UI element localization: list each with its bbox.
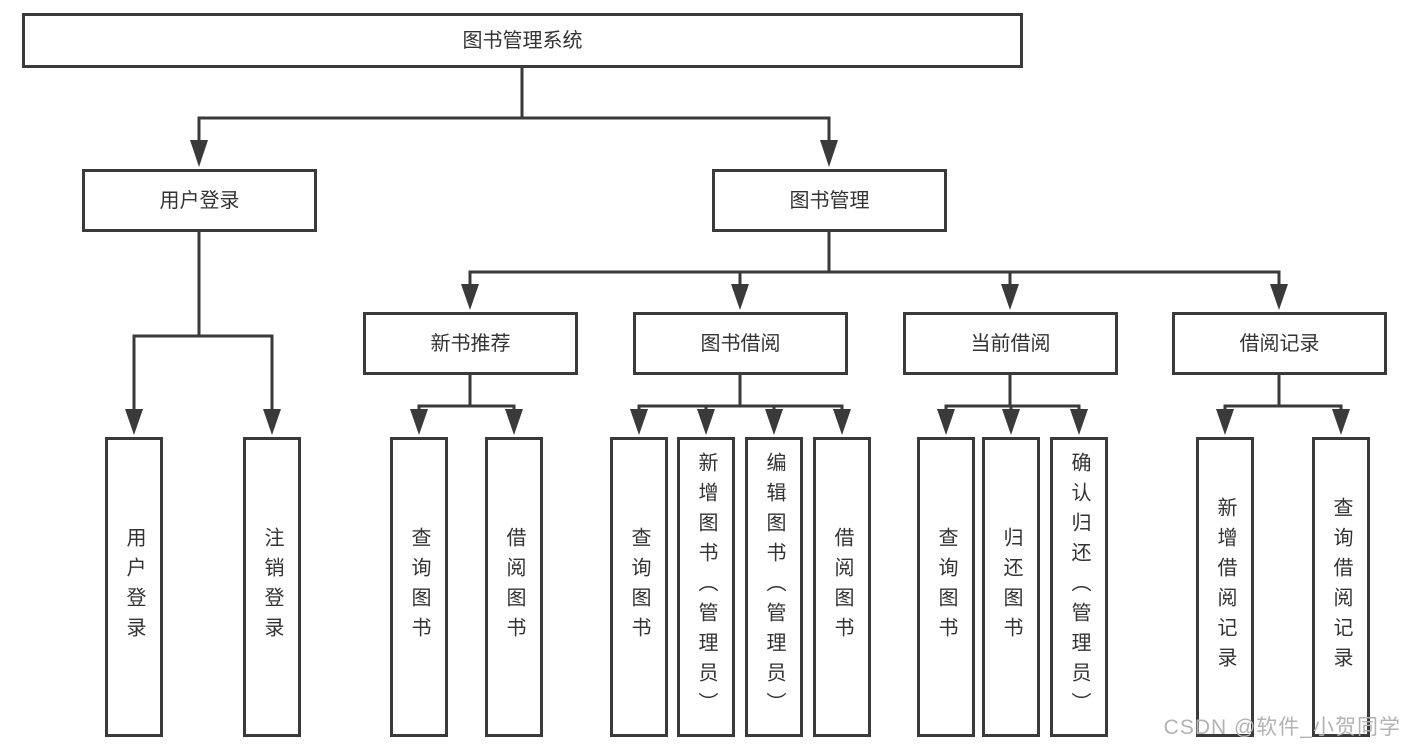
node-user-login-label: 用户登录 <box>159 189 240 212</box>
connector-record-to-leaves <box>1216 375 1350 435</box>
connector-bookmgmt-to-level3 <box>461 232 1288 310</box>
leaf-current-return: 归还图书 <box>982 437 1040 737</box>
leaf-borrow-query: 查询图书 <box>610 437 668 737</box>
leaf-logout-label: 注销登录 <box>261 527 283 647</box>
leaf-user-login-label: 用户登录 <box>123 527 145 647</box>
leaf-current-return-label: 归还图书 <box>1000 527 1022 647</box>
connector-userlogin-to-leaves <box>125 232 281 435</box>
leaf-current-query: 查询图书 <box>917 437 975 737</box>
leaf-record-query: 查询借阅记录 <box>1312 437 1370 737</box>
leaf-record-add-label: 新增借阅记录 <box>1214 497 1236 677</box>
leaf-logout: 注销登录 <box>243 437 301 737</box>
node-book-borrow: 图书借阅 <box>633 312 848 375</box>
node-root: 图书管理系统 <box>22 13 1023 68</box>
leaf-newbook-borrow-label: 借阅图书 <box>503 527 525 647</box>
leaf-record-add: 新增借阅记录 <box>1196 437 1254 737</box>
node-user-login: 用户登录 <box>82 169 317 232</box>
leaf-borrow-borrow: 借阅图书 <box>813 437 871 737</box>
leaf-borrow-borrow-label: 借阅图书 <box>831 527 853 647</box>
leaf-newbook-borrow: 借阅图书 <box>485 437 543 737</box>
leaf-newbook-query: 查询图书 <box>390 437 448 737</box>
node-new-book-recommend-label: 新书推荐 <box>430 332 511 355</box>
leaf-current-confirm-admin-label: 确认归还（管理员） <box>1068 452 1090 722</box>
leaf-borrow-edit-admin: 编辑图书（管理员） <box>745 437 803 737</box>
node-new-book-recommend: 新书推荐 <box>363 312 578 375</box>
node-current-borrow-label: 当前借阅 <box>970 332 1051 355</box>
node-current-borrow: 当前借阅 <box>903 312 1118 375</box>
node-borrow-record: 借阅记录 <box>1172 312 1387 375</box>
leaf-current-confirm-admin: 确认归还（管理员） <box>1050 437 1108 737</box>
node-book-management: 图书管理 <box>712 169 947 232</box>
leaf-user-login: 用户登录 <box>105 437 163 737</box>
node-root-label: 图书管理系统 <box>462 29 583 52</box>
leaf-record-query-label: 查询借阅记录 <box>1330 497 1352 677</box>
leaf-borrow-query-label: 查询图书 <box>628 527 650 647</box>
connector-root-to-level2 <box>190 68 838 167</box>
node-book-management-label: 图书管理 <box>789 189 870 212</box>
connector-borrow-to-leaves <box>630 375 851 435</box>
connector-current-to-leaves <box>937 375 1088 435</box>
node-borrow-record-label: 借阅记录 <box>1239 332 1320 355</box>
leaf-borrow-add-admin-label: 新增图书（管理员） <box>695 452 717 722</box>
csdn-watermark: CSDN @软件_小贺同学 <box>1163 716 1401 739</box>
leaf-borrow-edit-admin-label: 编辑图书（管理员） <box>763 452 785 722</box>
leaf-current-query-label: 查询图书 <box>935 527 957 647</box>
connector-newbook-to-leaves <box>410 375 523 435</box>
leaf-borrow-add-admin: 新增图书（管理员） <box>677 437 735 737</box>
leaf-newbook-query-label: 查询图书 <box>408 527 430 647</box>
node-book-borrow-label: 图书借阅 <box>700 332 781 355</box>
